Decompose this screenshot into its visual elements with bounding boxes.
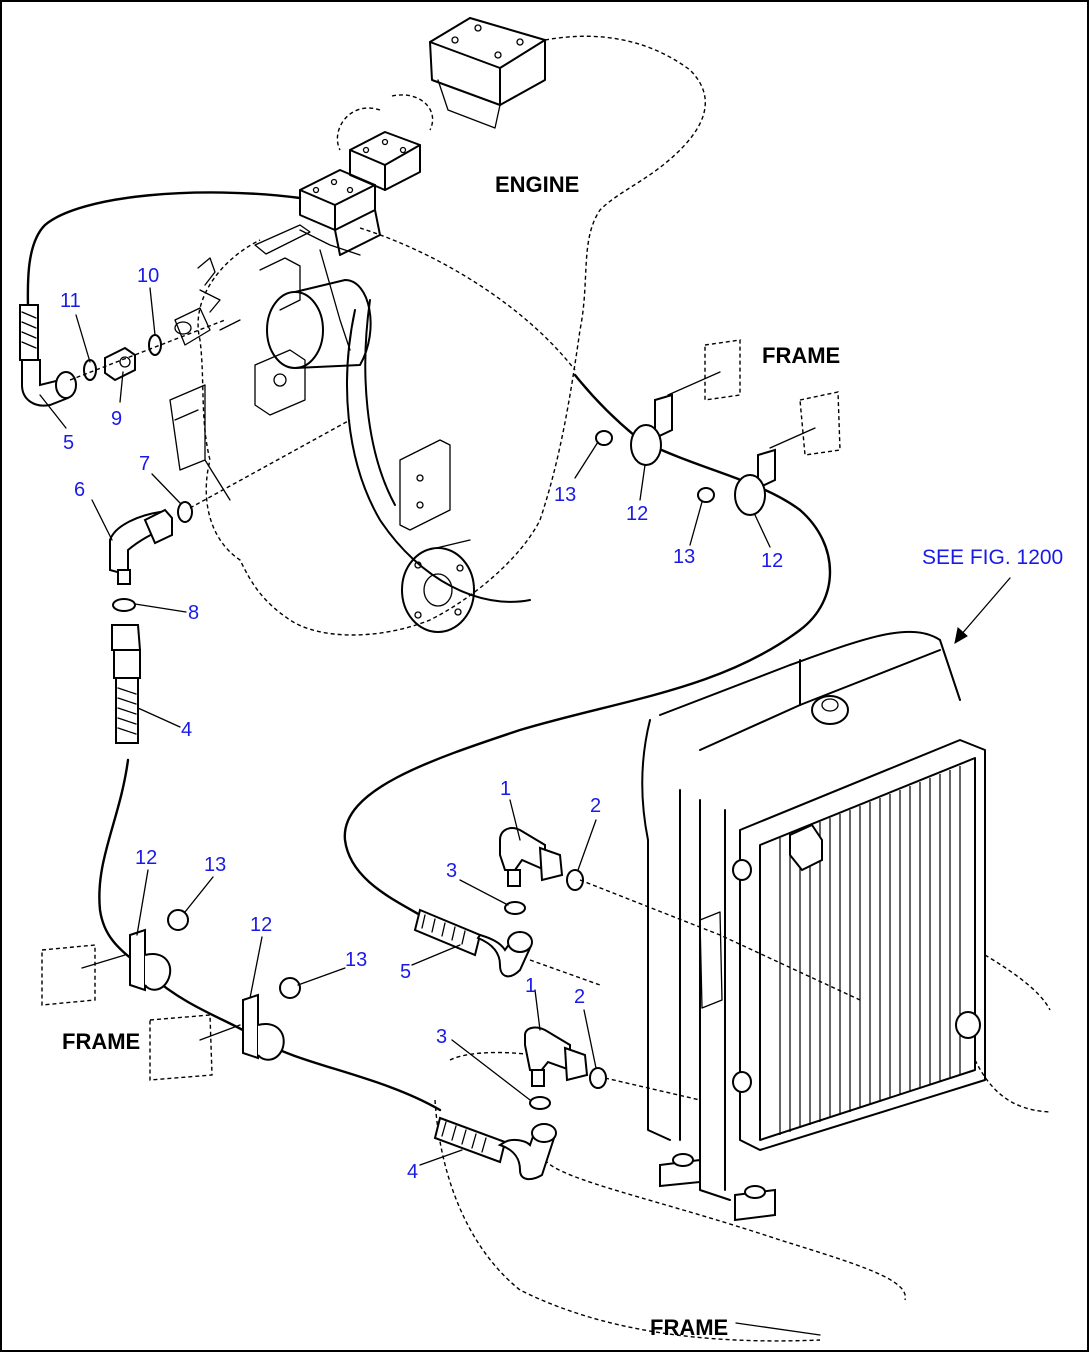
part-number-6: 6 bbox=[74, 479, 85, 501]
part-number-3: 3 bbox=[446, 860, 457, 882]
part-number-2: 2 bbox=[590, 795, 601, 817]
part-number-10: 10 bbox=[137, 265, 159, 287]
left-fittings bbox=[19, 304, 193, 744]
part-number-2: 2 bbox=[574, 986, 585, 1008]
part-number-12: 12 bbox=[761, 550, 783, 572]
leader-lines bbox=[39, 287, 1011, 1336]
part-number-4: 4 bbox=[407, 1161, 418, 1183]
frame-label-top: FRAME bbox=[762, 343, 840, 368]
part-number-13: 13 bbox=[554, 484, 576, 506]
part-number-1: 1 bbox=[500, 778, 511, 800]
engine-drawing bbox=[169, 17, 706, 636]
engine-label: ENGINE bbox=[495, 172, 579, 197]
part-number-4: 4 bbox=[181, 719, 192, 741]
leader-left-fittings bbox=[69, 319, 351, 509]
clamps bbox=[41, 339, 841, 1081]
see-fig-reference: SEE FIG. 1200 bbox=[922, 546, 1063, 569]
leader-radiator-fittings bbox=[529, 879, 861, 1101]
part-number-7: 7 bbox=[139, 453, 150, 475]
radiator-fittings bbox=[413, 827, 607, 1181]
part-number-1: 1 bbox=[525, 975, 536, 997]
part-number-13: 13 bbox=[204, 854, 226, 876]
radiator-fins bbox=[779, 766, 961, 1135]
part-number-12: 12 bbox=[626, 503, 648, 525]
part-number-12: 12 bbox=[250, 914, 272, 936]
frame-label-bottom: FRAME bbox=[650, 1315, 728, 1340]
part-number-11: 11 bbox=[60, 290, 81, 312]
part-number-13: 13 bbox=[673, 546, 695, 568]
part-number-5: 5 bbox=[63, 432, 74, 454]
leader-dotted-engine bbox=[359, 227, 576, 371]
part-number-5: 5 bbox=[400, 961, 411, 983]
part-number-12: 12 bbox=[135, 847, 157, 869]
part-number-3: 3 bbox=[436, 1026, 447, 1048]
part-number-13: 13 bbox=[345, 949, 367, 971]
part-number-9: 9 bbox=[111, 408, 122, 430]
frame-label-left: FRAME bbox=[62, 1029, 140, 1054]
part-number-8: 8 bbox=[188, 602, 199, 624]
radiator-drawing bbox=[434, 630, 1051, 1342]
